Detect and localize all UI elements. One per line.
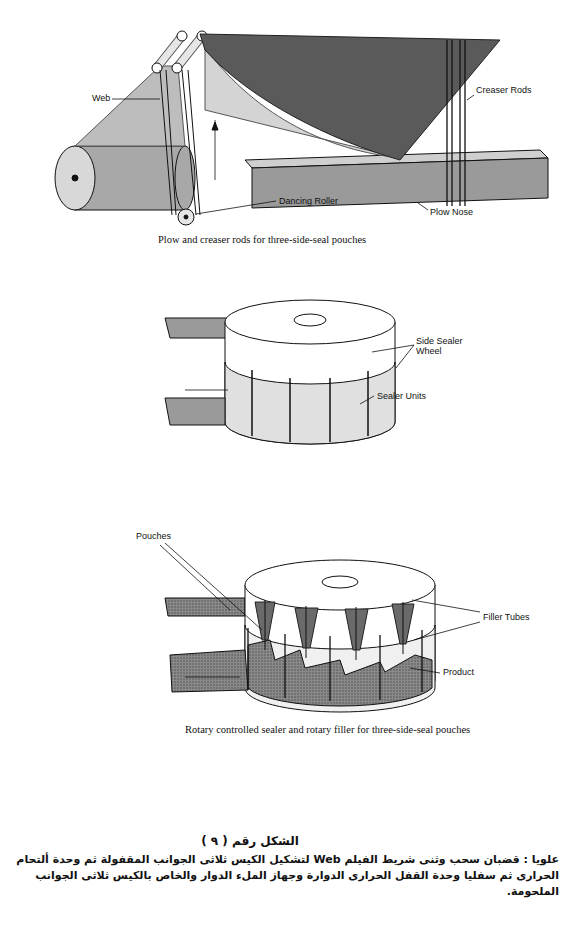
- part-label: Pouches: [136, 531, 171, 541]
- part-label: Plow Nose: [430, 207, 473, 217]
- part-label: Dancing Roller: [279, 196, 338, 206]
- plow-figure: [55, 31, 548, 225]
- sealer-wheel-figure: [165, 300, 414, 444]
- figure-caption: علويا : قضبان سحب وثنى شريط الفيلم Web ل…: [7, 852, 559, 900]
- figure-title: الشكل رقم ( ٩ ): [0, 834, 500, 848]
- part-label: Side Sealer Wheel: [416, 336, 476, 357]
- figure-subcaption: Plow and creaser rods for three-side-sea…: [108, 232, 488, 248]
- part-label: Creaser Rods: [476, 85, 532, 95]
- part-label: Filler Tubes: [483, 612, 530, 622]
- rotary-filler-figure: [160, 543, 480, 712]
- figure-subcaption: Rotary controlled sealer and rotary fill…: [108, 722, 508, 738]
- part-label: Sealer Units: [377, 391, 426, 401]
- part-label: Product: [443, 667, 474, 677]
- part-label: Web: [92, 93, 110, 103]
